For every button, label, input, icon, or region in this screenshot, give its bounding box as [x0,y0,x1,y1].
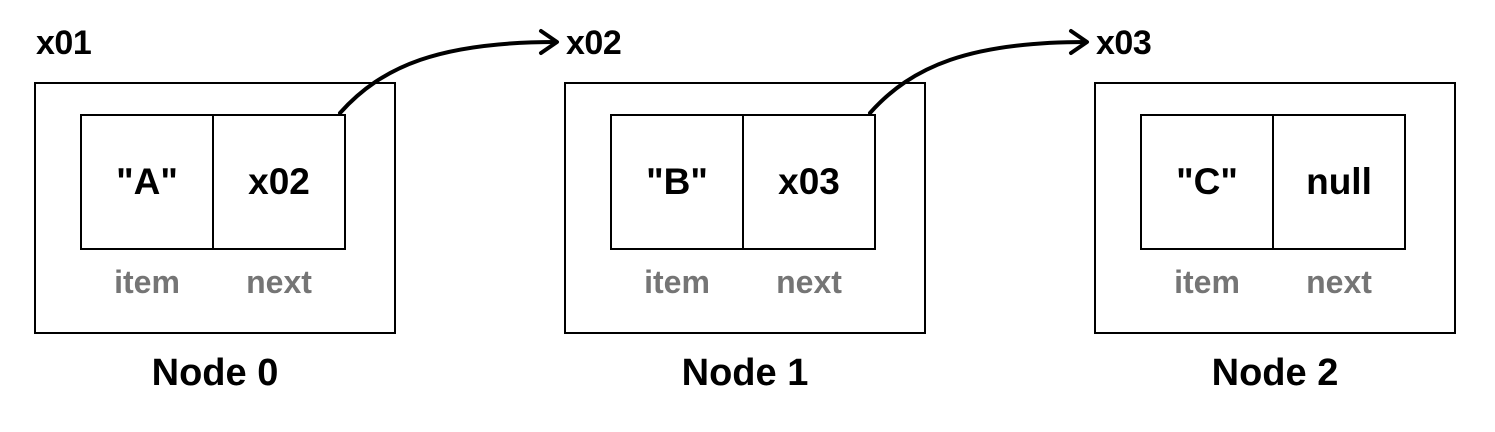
node-frame: "A" x02 item next [34,82,396,334]
next-cell: x03 [742,114,876,250]
node-2: x03 "C" null item next Node 2 [1094,0,1464,400]
node-label: Node 1 [681,352,809,394]
next-field-label: next [1306,264,1372,300]
next-field-label: next [776,264,842,300]
next-cell: x02 [212,114,346,250]
node-frame: "B" x03 item next [564,82,926,334]
item-field-label: item [644,264,710,300]
node-cells: "A" x02 [80,114,350,252]
node-cells: "B" x03 [610,114,880,252]
field-labels: item next [1140,264,1410,301]
node-0: x01 "A" x02 item next Node 0 [34,0,404,400]
node-1: x02 "B" x03 item next Node 1 [564,0,934,400]
field-labels: item next [610,264,880,301]
item-cell: "B" [610,114,744,250]
node-address: x02 [566,24,622,62]
field-labels: item next [80,264,350,301]
item-cell: "A" [80,114,214,250]
arrowhead-icon [539,29,559,55]
node-address: x01 [36,24,92,62]
node-label: Node 2 [1211,352,1339,394]
item-field-label: item [1174,264,1240,300]
node-label: Node 0 [151,352,279,394]
node-cells: "C" null [1140,114,1410,252]
next-field-label: next [246,264,312,300]
arrowhead-icon [1069,29,1089,55]
node-address: x03 [1096,24,1152,62]
item-cell: "C" [1140,114,1274,250]
node-frame: "C" null item next [1094,82,1456,334]
next-cell: null [1272,114,1406,250]
item-field-label: item [114,264,180,300]
